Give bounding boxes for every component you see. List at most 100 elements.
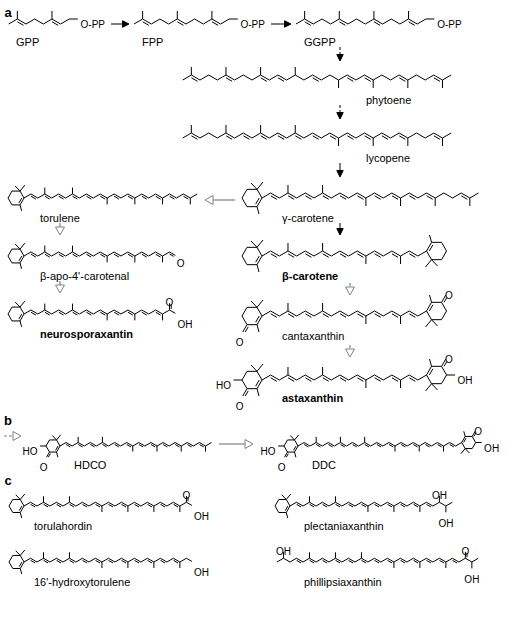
double-bond-line bbox=[160, 560, 165, 563]
double-bond-line bbox=[177, 22, 183, 26]
bond-line bbox=[298, 443, 462, 447]
double-bond-line bbox=[66, 444, 70, 446]
double-bond-line bbox=[357, 314, 363, 318]
double-bond-line bbox=[191, 136, 197, 140]
double-bond-line bbox=[57, 560, 62, 563]
atom-label: OH bbox=[432, 489, 447, 500]
bond-line bbox=[72, 246, 73, 252]
compound: DDC bbox=[254, 428, 482, 470]
bond-line bbox=[183, 75, 451, 80]
double-bond-line bbox=[286, 454, 288, 458]
double-bond-line bbox=[313, 136, 319, 140]
atom-label: O-PP bbox=[81, 19, 105, 30]
double-bond-line bbox=[288, 314, 294, 318]
double-bond-line bbox=[163, 444, 167, 446]
compound-name: γ-carotene bbox=[282, 212, 334, 225]
entry-arrow-shaft bbox=[4, 435, 13, 436]
atom-label: OH bbox=[464, 574, 479, 585]
arrow-head bbox=[337, 171, 343, 178]
double-bond-line bbox=[261, 136, 267, 140]
bond-line bbox=[142, 11, 143, 19]
compound-name: torulahordin bbox=[34, 520, 92, 533]
bond-line bbox=[262, 375, 427, 380]
double-bond-line bbox=[143, 22, 149, 26]
bond-line bbox=[44, 246, 45, 252]
double-bond-line bbox=[156, 312, 161, 315]
atom-label: O bbox=[236, 401, 244, 412]
double-bond-line bbox=[437, 444, 441, 446]
bond-line bbox=[51, 11, 52, 19]
bond-line bbox=[183, 133, 451, 138]
arrow-head bbox=[346, 287, 355, 295]
double-bond-line bbox=[413, 504, 418, 507]
bond-line bbox=[365, 256, 366, 264]
bond-line bbox=[190, 198, 191, 204]
double-bond-line bbox=[83, 560, 88, 563]
bond-line bbox=[400, 198, 401, 206]
bond-line bbox=[373, 138, 374, 146]
bond-line bbox=[400, 256, 401, 264]
bond-line bbox=[101, 562, 102, 568]
double-bond-line bbox=[271, 254, 277, 258]
bond-line bbox=[322, 243, 323, 251]
bond-line bbox=[186, 502, 192, 505]
double-bond-line bbox=[336, 560, 341, 563]
bond-line bbox=[107, 198, 108, 204]
bond-line bbox=[186, 558, 192, 561]
double-bond-line bbox=[399, 136, 405, 140]
double-bond-line bbox=[59, 196, 64, 199]
bond-line bbox=[430, 359, 432, 366]
bond-line bbox=[407, 138, 408, 146]
bond-line bbox=[286, 494, 291, 500]
bond-line bbox=[211, 11, 212, 19]
double-bond-line bbox=[288, 254, 294, 258]
double-bond-line bbox=[426, 504, 431, 507]
bond-line bbox=[408, 11, 409, 19]
double-bond-line bbox=[330, 136, 336, 140]
bond-line bbox=[229, 19, 238, 20]
double-bond-line bbox=[199, 444, 203, 446]
double-bond-line bbox=[305, 314, 311, 318]
bond-line bbox=[400, 380, 401, 388]
double-bond-line bbox=[57, 504, 62, 507]
bond-line bbox=[8, 249, 24, 263]
bond-line bbox=[162, 198, 163, 204]
bond-group bbox=[8, 11, 482, 574]
arrow-shaft bbox=[340, 105, 341, 113]
bond-line bbox=[8, 191, 24, 205]
double-bond-line bbox=[212, 22, 218, 26]
bond-line bbox=[287, 303, 288, 311]
bond-line bbox=[9, 556, 24, 569]
arrow-shaft bbox=[111, 24, 123, 25]
bond-line bbox=[52, 436, 56, 440]
bond-line bbox=[44, 304, 45, 310]
atom-label: O bbox=[166, 297, 174, 308]
bond-line bbox=[447, 375, 456, 376]
bond-line bbox=[367, 506, 368, 512]
bond-line bbox=[400, 316, 401, 324]
bond-line bbox=[127, 506, 128, 512]
panel-letter: c bbox=[4, 474, 11, 488]
bond-line bbox=[322, 185, 323, 193]
bond-line bbox=[262, 251, 427, 256]
atom-label: O-PP bbox=[241, 19, 265, 30]
atom-label: O bbox=[445, 353, 453, 364]
double-bond-line bbox=[305, 22, 311, 26]
bond-line bbox=[242, 307, 262, 324]
double-bond-line bbox=[409, 314, 415, 318]
compound: phillipsiaxanthin bbox=[266, 540, 486, 588]
double-bond-line bbox=[339, 22, 345, 26]
double-bond-line bbox=[288, 196, 294, 200]
bond-line bbox=[427, 302, 447, 319]
bond-line bbox=[260, 125, 261, 133]
bond-line bbox=[242, 189, 262, 206]
double-bond-line bbox=[173, 504, 178, 507]
bond-line bbox=[471, 562, 472, 568]
bond-line bbox=[43, 496, 44, 502]
atom-label: OH bbox=[458, 375, 473, 386]
bond-line bbox=[20, 243, 25, 249]
bond-line bbox=[69, 496, 70, 502]
double-bond-line bbox=[245, 327, 248, 332]
bond-line bbox=[426, 260, 432, 267]
double-bond-line bbox=[295, 136, 301, 140]
